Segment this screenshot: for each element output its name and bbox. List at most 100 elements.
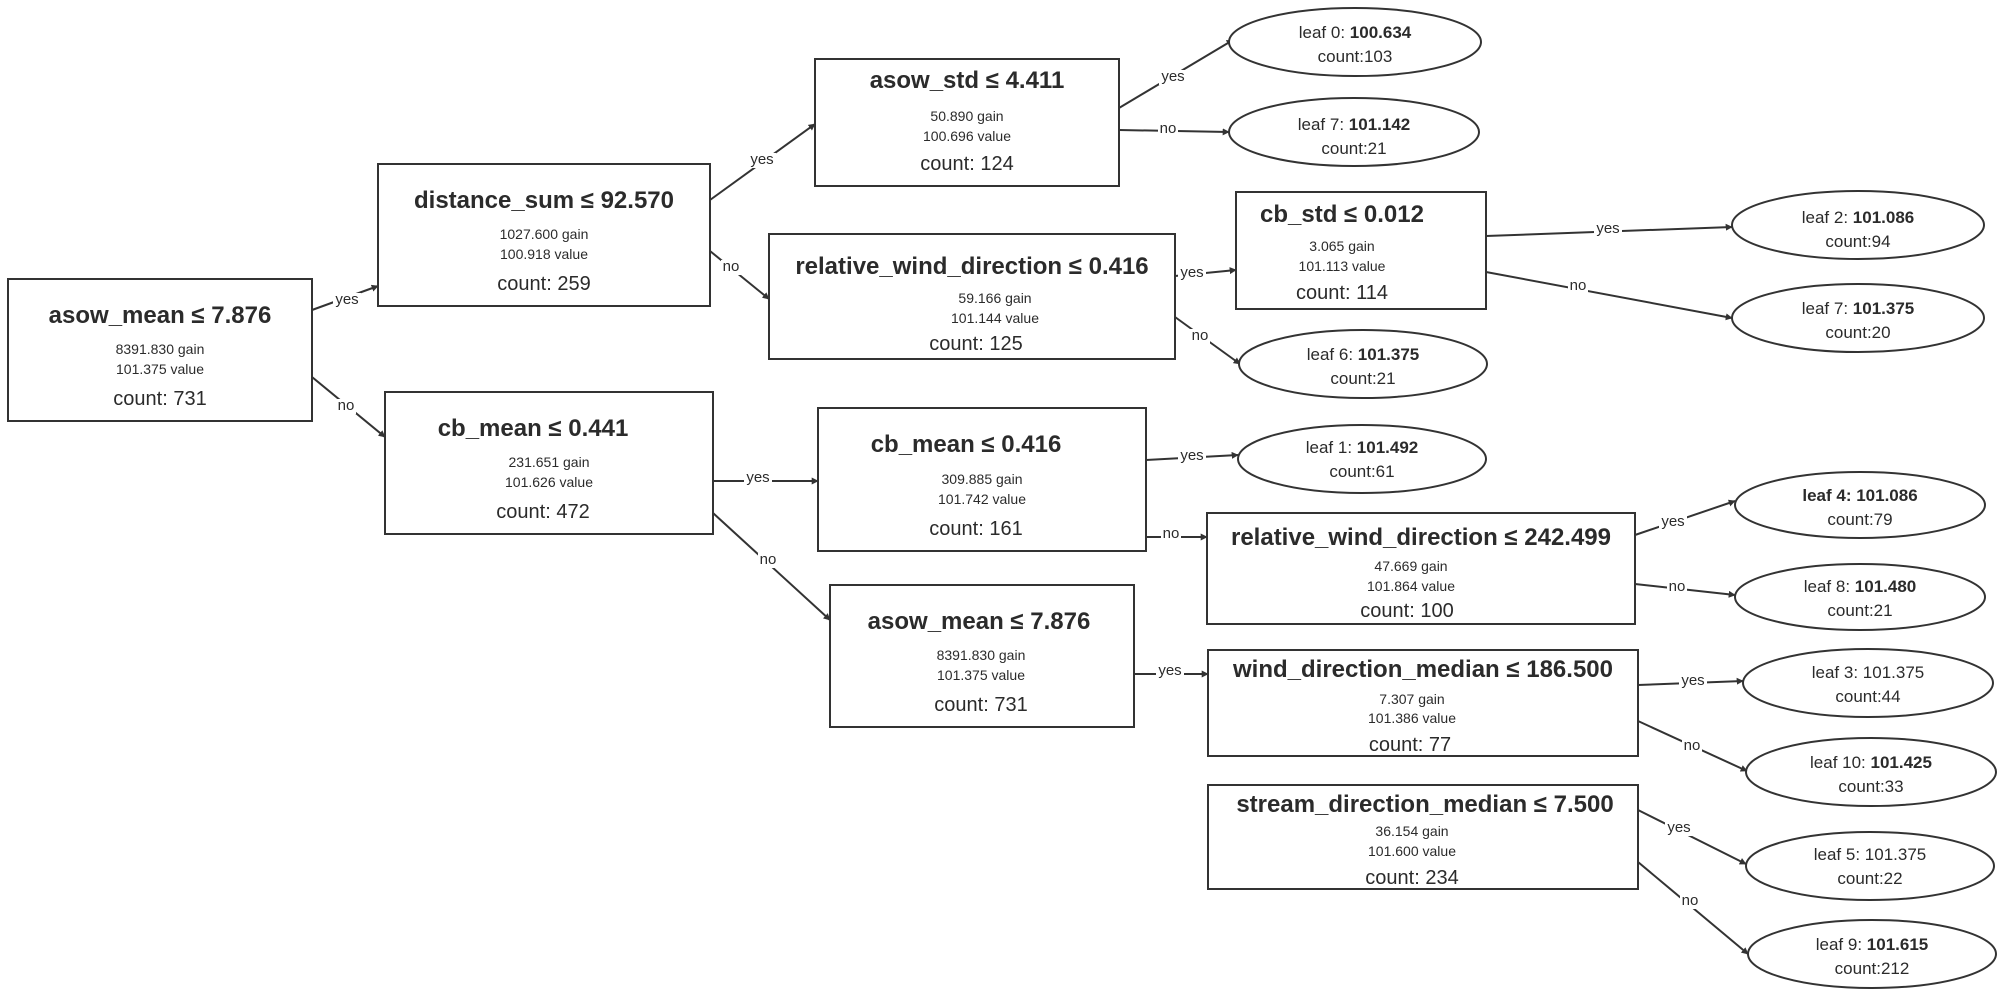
leaf-node-label: leaf 3: 101.375 bbox=[1812, 663, 1925, 682]
leaf-node-7-upper: leaf 7: 101.142 count:21 bbox=[1228, 97, 1480, 167]
split-node-count: count: 114 bbox=[1296, 282, 1388, 304]
edge-label-background bbox=[1178, 266, 1206, 281]
split-node-count: count: 731 bbox=[113, 388, 206, 410]
split-node-count: count: 161 bbox=[929, 518, 1022, 540]
leaf-node-1: leaf 1: 101.492 count:61 bbox=[1237, 424, 1487, 494]
leaf-node-value: 100.634 bbox=[1350, 23, 1412, 42]
leaf-node-count: count:22 bbox=[1837, 869, 1902, 888]
leaf-node-label: leaf 7: 101.142 bbox=[1298, 115, 1411, 134]
edge-label-background bbox=[1659, 515, 1687, 530]
split-node-relative-wind-direction-0416: relative_wind_direction ≤ 0.416 59.166 g… bbox=[768, 233, 1176, 360]
leaf-node-label: leaf 0: 100.634 bbox=[1299, 23, 1412, 42]
leaf-node-count: count:212 bbox=[1835, 959, 1910, 978]
leaf-node-value: 101.375 bbox=[1853, 299, 1914, 318]
edge-label-yes: yes bbox=[750, 151, 773, 168]
split-node-count: count: 234 bbox=[1365, 867, 1458, 889]
leaf-node-label: leaf 8: 101.480 bbox=[1804, 577, 1917, 596]
leaf-node-count: count:21 bbox=[1827, 601, 1892, 620]
split-node-gain: 7.307 gain bbox=[1379, 691, 1444, 707]
leaf-node-name: leaf 5: bbox=[1814, 845, 1865, 864]
leaf-node-count: count:103 bbox=[1318, 47, 1393, 66]
leaf-node-value: 101.086 bbox=[1856, 486, 1917, 505]
leaf-node-label: leaf 1: 101.492 bbox=[1306, 438, 1419, 457]
leaf-node-ellipse bbox=[1228, 97, 1480, 167]
split-node-title: distance_sum ≤ 92.570 bbox=[414, 187, 674, 214]
leaf-node-ellipse bbox=[1734, 563, 1986, 631]
leaf-node-value: 101.615 bbox=[1867, 935, 1928, 954]
leaf-node-value: 101.142 bbox=[1349, 115, 1410, 134]
leaf-node-ellipse bbox=[1228, 7, 1482, 77]
edge-label-yes: yes bbox=[335, 291, 358, 308]
split-node-asow-mean-root: asow_mean ≤ 7.876 8391.830 gain 101.375 … bbox=[7, 278, 313, 422]
leaf-node-label: leaf 4: 101.086 bbox=[1802, 486, 1917, 505]
edge-label-yes: yes bbox=[1667, 819, 1690, 836]
split-node-gain: 1027.600 gain bbox=[500, 226, 589, 242]
split-node-box bbox=[377, 163, 711, 307]
leaf-node-ellipse bbox=[1745, 831, 1995, 901]
split-node-value: 101.742 value bbox=[938, 491, 1026, 507]
split-node-stream-direction-median: stream_direction_median ≤ 7.500 36.154 g… bbox=[1207, 784, 1639, 890]
split-node-gain: 36.154 gain bbox=[1375, 823, 1448, 839]
split-node-title: relative_wind_direction ≤ 0.416 bbox=[795, 253, 1148, 280]
leaf-node-2: leaf 2: 101.086 count:94 bbox=[1731, 190, 1985, 260]
split-node-title: cb_mean ≤ 0.441 bbox=[438, 415, 629, 442]
edge-label-background bbox=[1667, 580, 1687, 595]
leaf-node-value: 101.425 bbox=[1871, 753, 1932, 772]
split-node-wind-direction-median: wind_direction_median ≤ 186.500 7.307 ga… bbox=[1207, 649, 1639, 757]
split-node-title: cb_mean ≤ 0.416 bbox=[871, 431, 1062, 458]
edge-label-yes: yes bbox=[1180, 447, 1203, 464]
split-node-title: asow_mean ≤ 7.876 bbox=[868, 608, 1091, 635]
edge-label-background bbox=[1178, 449, 1206, 464]
split-node-value: 100.696 value bbox=[923, 128, 1011, 144]
split-node-box bbox=[817, 407, 1147, 552]
leaf-node-ellipse bbox=[1734, 471, 1986, 539]
split-node-value: 101.113 value bbox=[1299, 258, 1386, 274]
edge-label-no: no bbox=[1163, 525, 1180, 542]
leaf-node-0: leaf 0: 100.634 count:103 bbox=[1228, 7, 1482, 77]
edge-label-background bbox=[1682, 739, 1702, 754]
leaf-node-value: 101.492 bbox=[1357, 438, 1418, 457]
split-node-cb-std: cb_std ≤ 0.012 3.065 gain 101.113 value … bbox=[1235, 191, 1487, 310]
edge-n5-l7b bbox=[1485, 271, 1733, 321]
leaf-node-label: leaf 6: 101.375 bbox=[1307, 345, 1420, 364]
leaf-node-ellipse bbox=[1237, 424, 1487, 494]
split-node-value: 101.144 value bbox=[951, 310, 1039, 326]
split-node-title: wind_direction_median ≤ 186.500 bbox=[1232, 656, 1613, 683]
edge-label-background bbox=[1594, 222, 1622, 237]
leaf-node-value: 101.086 bbox=[1853, 208, 1914, 227]
leaf-node-4: leaf 4: 101.086 count:79 bbox=[1734, 471, 1986, 539]
split-node-title: relative_wind_direction ≤ 242.499 bbox=[1231, 524, 1611, 551]
edge-label-background bbox=[744, 471, 772, 486]
split-node-cb-mean: cb_mean ≤ 0.441 231.651 gain 101.626 val… bbox=[384, 391, 714, 535]
split-node-gain: 3.065 gain bbox=[1309, 238, 1374, 254]
split-node-title: stream_direction_median ≤ 7.500 bbox=[1236, 791, 1613, 818]
leaf-node-name: leaf 6: bbox=[1307, 345, 1358, 364]
edge-label-yes: yes bbox=[746, 469, 769, 486]
leaf-node-count: count:20 bbox=[1825, 323, 1890, 342]
leaf-node-value: 101.375 bbox=[1358, 345, 1419, 364]
leaf-node-value: 101.375 bbox=[1865, 845, 1926, 864]
split-node-value: 101.386 value bbox=[1368, 710, 1456, 726]
edge-label-background bbox=[1190, 329, 1210, 344]
split-node-gain: 47.669 gain bbox=[1374, 558, 1447, 574]
leaf-node-count: count:94 bbox=[1825, 232, 1890, 251]
split-node-gain: 231.651 gain bbox=[509, 454, 590, 470]
edge-label-yes: yes bbox=[1596, 220, 1619, 237]
leaf-node-ellipse bbox=[1745, 737, 1997, 807]
split-node-box bbox=[1207, 784, 1639, 890]
split-node-box bbox=[768, 233, 1176, 360]
leaf-node-value: 101.480 bbox=[1855, 577, 1916, 596]
leaf-node-5: leaf 5: 101.375 count:22 bbox=[1745, 831, 1995, 901]
leaf-node-name: leaf 4: bbox=[1802, 486, 1856, 505]
leaf-node-name: leaf 7: bbox=[1298, 115, 1349, 134]
edge-label-no: no bbox=[1682, 892, 1699, 909]
leaf-node-name: leaf 2: bbox=[1802, 208, 1853, 227]
split-node-value: 100.918 value bbox=[500, 246, 588, 262]
edge-label-no: no bbox=[338, 397, 355, 414]
leaf-node-name: leaf 3: bbox=[1812, 663, 1863, 682]
leaf-node-count: count:44 bbox=[1835, 687, 1900, 706]
leaf-node-name: leaf 10: bbox=[1810, 753, 1871, 772]
leaf-node-label: leaf 7: 101.375 bbox=[1802, 299, 1915, 318]
leaf-node-label: leaf 10: 101.425 bbox=[1810, 753, 1932, 772]
split-node-asow-std: asow_std ≤ 4.411 50.890 gain 100.696 val… bbox=[814, 58, 1120, 187]
